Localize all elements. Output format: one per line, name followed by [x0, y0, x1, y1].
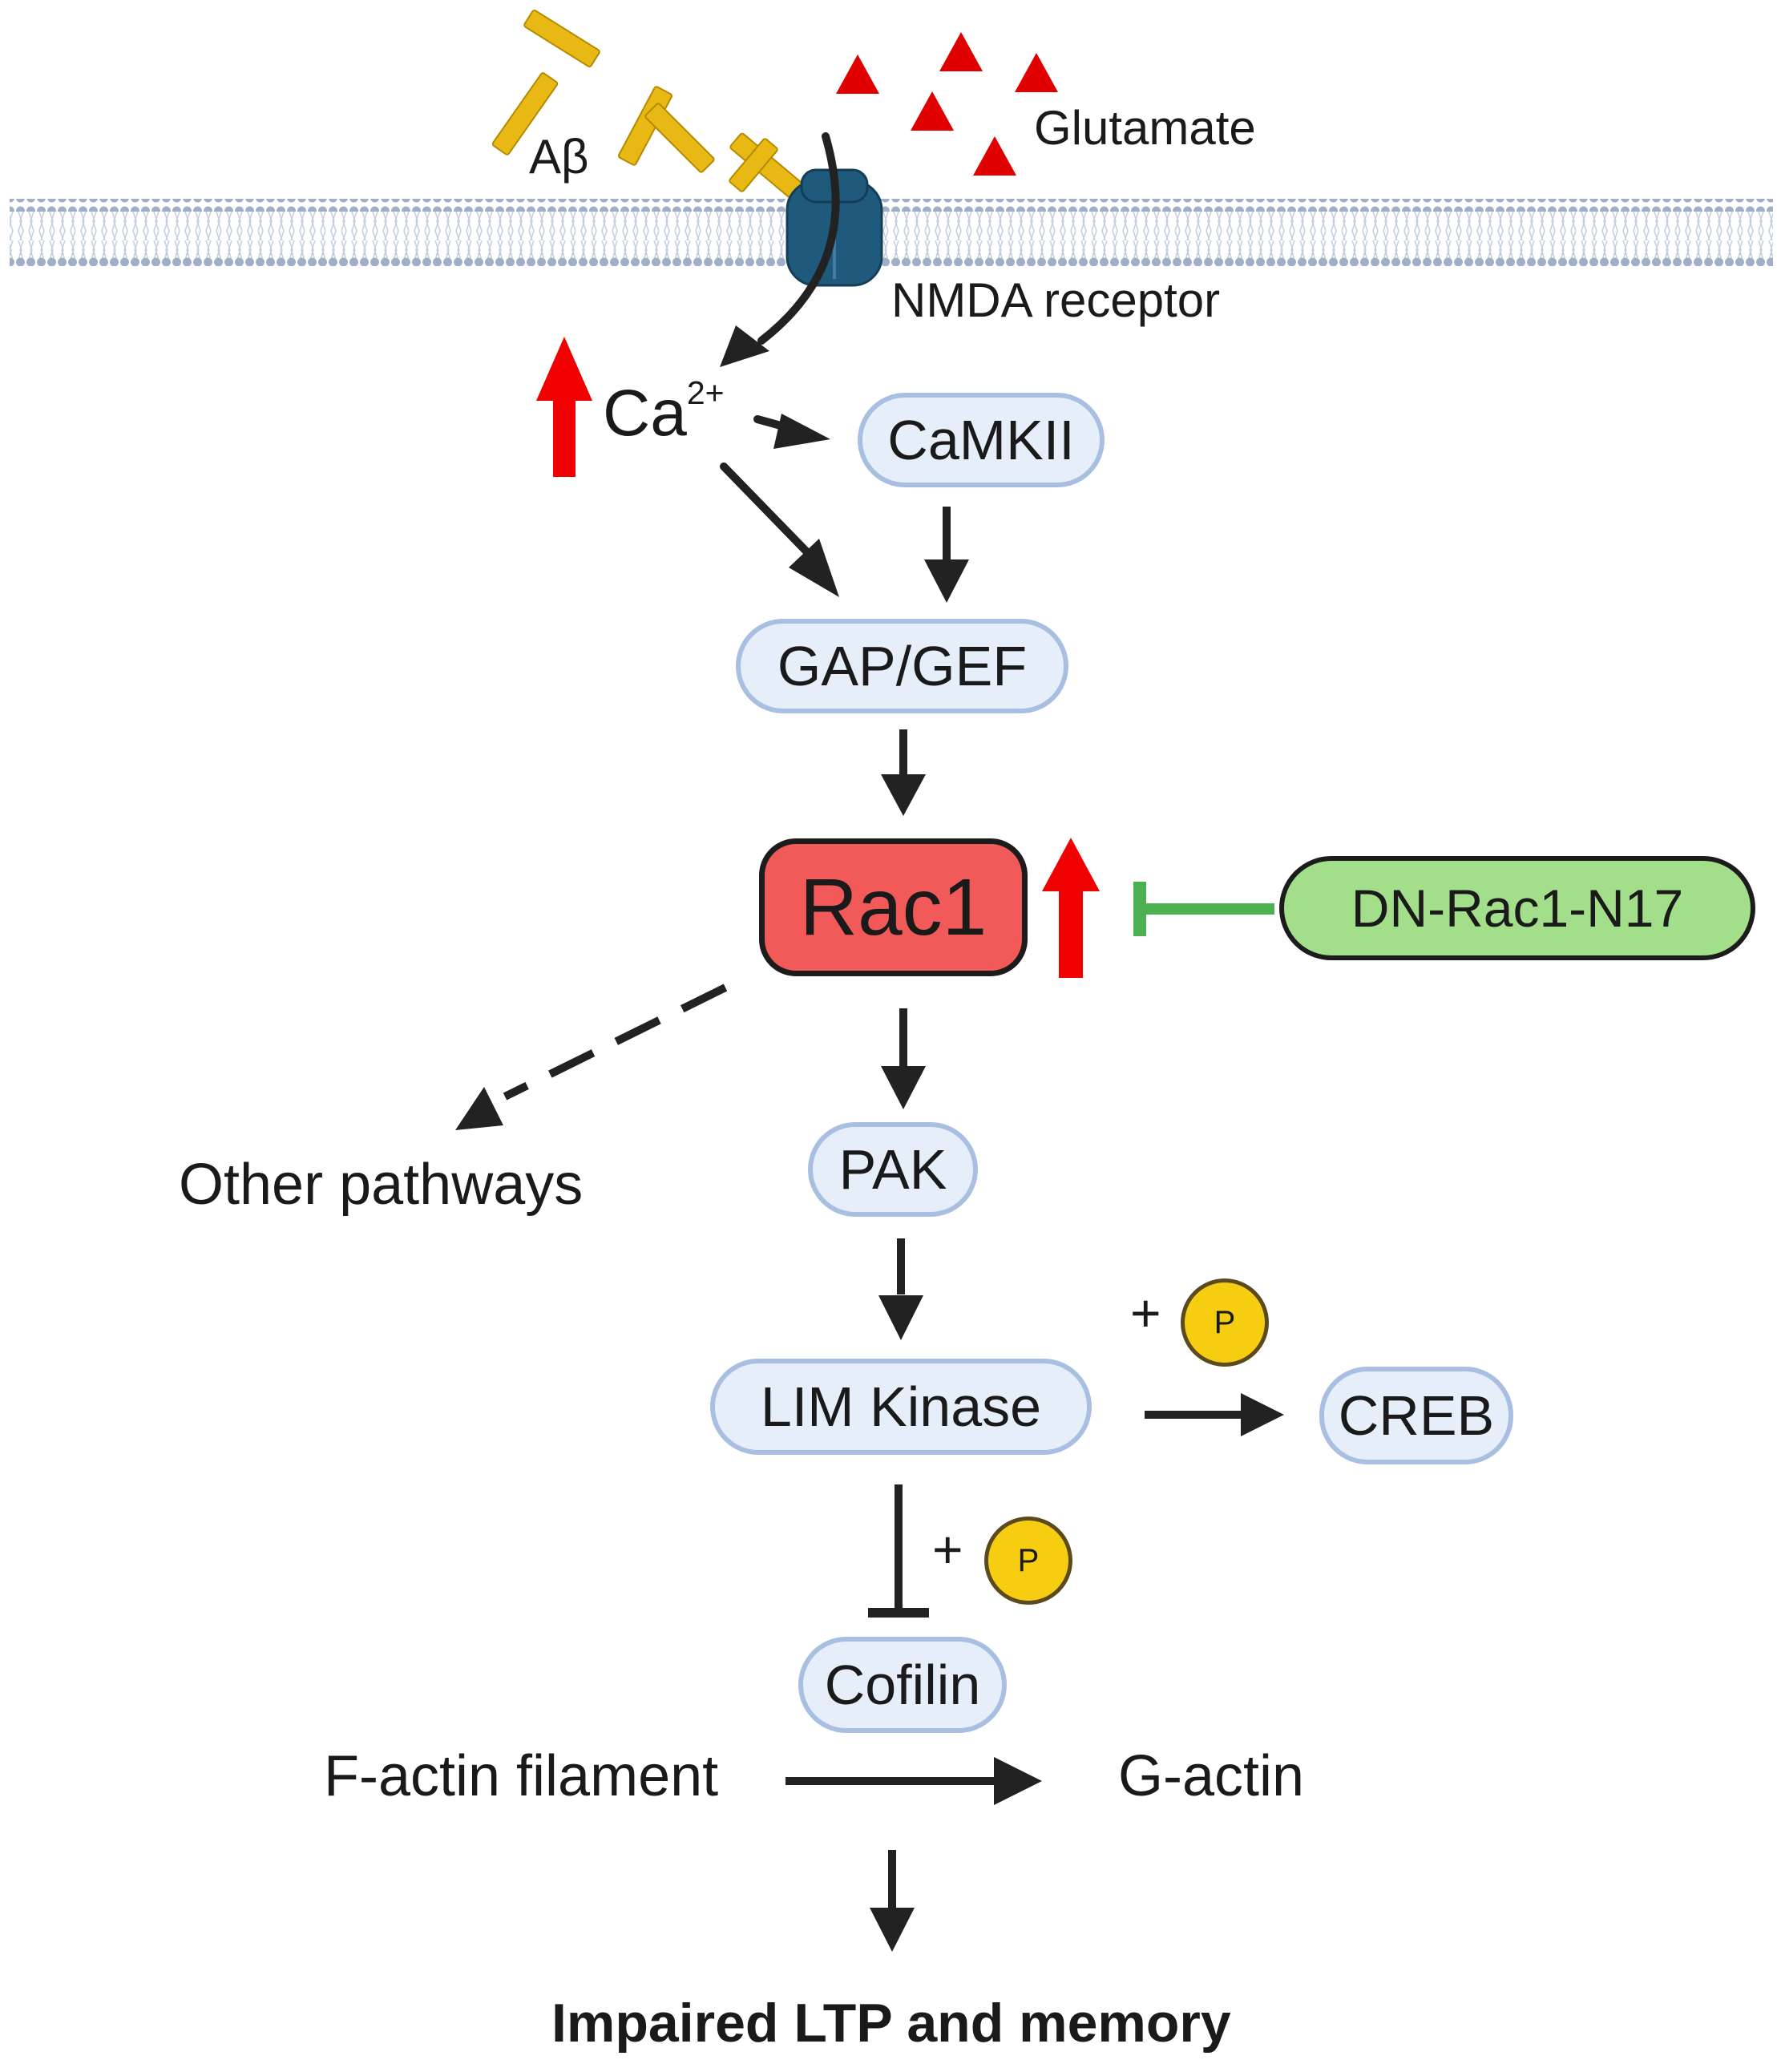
- arrow-ca-camkii: [753, 414, 830, 449]
- arrow-rac1-pak: [881, 1008, 926, 1109]
- creb-phospho-plus: +: [1130, 1283, 1161, 1343]
- rac1-increase-icon: [1042, 838, 1100, 978]
- inhibition-lim-cofilin: [868, 1484, 929, 1618]
- arrow-to-outcome: [870, 1850, 915, 1952]
- outcome-label: Impaired LTP and memory: [551, 1993, 1231, 2054]
- arrow-lim-creb: [1145, 1393, 1284, 1436]
- dn-rac1-node: DN-Rac1-N17: [1279, 856, 1755, 960]
- calcium-influx-arrow: [757, 132, 840, 345]
- rac1-label: Rac1: [799, 862, 987, 952]
- camkii-label: CaMKII: [887, 409, 1075, 471]
- cofilin-node: Cofilin: [798, 1637, 1007, 1733]
- arrow-pak-lim: [878, 1238, 923, 1340]
- lim-kinase-label: LIM Kinase: [760, 1375, 1042, 1438]
- inhibition-dn-rac1: [1133, 882, 1274, 936]
- calcium-symbol: Ca: [603, 376, 687, 450]
- calcium-influx-arrowhead: [720, 325, 769, 367]
- creb-phosphate-icon: P: [1181, 1278, 1269, 1367]
- creb-label: CREB: [1338, 1384, 1495, 1447]
- creb-node: CREB: [1319, 1367, 1513, 1464]
- pak-label: PAK: [838, 1138, 947, 1201]
- f-actin-label: F-actin filament: [324, 1744, 719, 1808]
- amyloid-beta-icon: [491, 9, 810, 204]
- arrow-gapgef-rac1: [881, 729, 926, 816]
- arrow-rac1-other: [455, 983, 728, 1130]
- creb-phosphate-symbol: P: [1214, 1304, 1236, 1340]
- cofilin-label: Cofilin: [824, 1654, 981, 1716]
- lim-kinase-node: LIM Kinase: [710, 1359, 1092, 1455]
- abeta-label: Aβ: [529, 130, 589, 184]
- arrow-camkii-gapgef: [924, 507, 969, 603]
- dn-rac1-label: DN-Rac1-N17: [1351, 878, 1684, 938]
- camkii-node: CaMKII: [858, 393, 1105, 487]
- arrow-factin-gactin: [786, 1757, 1042, 1805]
- cofilin-phosphate-symbol: P: [1017, 1542, 1040, 1578]
- other-pathways-label: Other pathways: [179, 1153, 584, 1217]
- cell-membrane: [10, 199, 1773, 266]
- nmda-receptor-label: NMDA receptor: [891, 273, 1221, 327]
- glutamate-label: Glutamate: [1034, 101, 1256, 155]
- rac1-node: Rac1: [759, 838, 1028, 976]
- gapgef-label: GAP/GEF: [777, 635, 1028, 697]
- cofilin-phospho-plus: +: [932, 1520, 963, 1579]
- calcium-label: Ca2+: [603, 377, 725, 446]
- glutamate-icon: [836, 32, 1058, 176]
- pak-node: PAK: [808, 1122, 978, 1217]
- calcium-increase-icon: [536, 337, 592, 477]
- calcium-charge: 2+: [686, 374, 725, 411]
- arrow-ca-gapgef: [720, 462, 839, 597]
- cofilin-phosphate-icon: P: [984, 1517, 1072, 1605]
- g-actin-label: G-actin: [1118, 1744, 1305, 1808]
- gapgef-node: GAP/GEF: [736, 619, 1068, 713]
